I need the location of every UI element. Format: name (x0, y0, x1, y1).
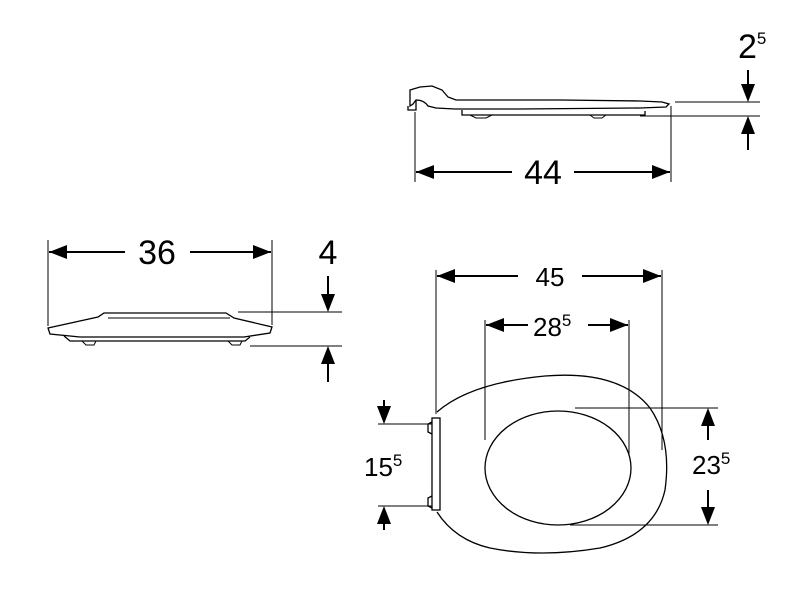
side-view-outline (409, 85, 671, 110)
dim-label-36: 36 (138, 234, 176, 272)
arrow-down (377, 406, 391, 424)
side-view-hinge (407, 100, 417, 111)
lid-outline (47, 312, 273, 338)
lid-edge (97, 312, 105, 318)
dim-label-45: 45 (536, 262, 565, 292)
dim-label-15-5: 155 (364, 451, 402, 482)
arrow-right (253, 245, 271, 259)
arrow-down (741, 84, 755, 102)
dim-label-23-5: 235 (692, 449, 730, 480)
lid-bumpers (81, 340, 243, 346)
arrow-right (652, 165, 670, 179)
arrow-left (416, 165, 434, 179)
dim-label-2-5: 25 (738, 28, 766, 66)
lid-base (63, 335, 251, 342)
arrow-right (643, 269, 661, 283)
top-view: 45 285 235 155 (364, 262, 730, 554)
hinge-plate (431, 417, 441, 511)
arrow-down (321, 294, 335, 312)
lid-view: 36 4 (47, 234, 342, 382)
seat-outer-outline (436, 374, 668, 554)
arrow-left (49, 245, 67, 259)
dim-label-44: 44 (524, 154, 562, 192)
arrow-right (610, 318, 628, 332)
seat-opening (484, 410, 632, 526)
arrow-left (486, 318, 504, 332)
side-view: 44 25 (407, 28, 766, 192)
arrow-left (437, 269, 455, 283)
side-view-bumpers (469, 114, 607, 119)
dim-label-4: 4 (319, 234, 338, 272)
arrow-up (741, 116, 755, 134)
arrow-down (701, 507, 715, 525)
arrow-up (377, 506, 391, 524)
hinge-top (427, 421, 433, 435)
arrow-up (701, 408, 715, 426)
side-view-base (461, 110, 646, 116)
arrow-up (321, 346, 335, 364)
dim-label-28-5: 285 (533, 311, 571, 342)
hinge-bottom (427, 495, 433, 509)
